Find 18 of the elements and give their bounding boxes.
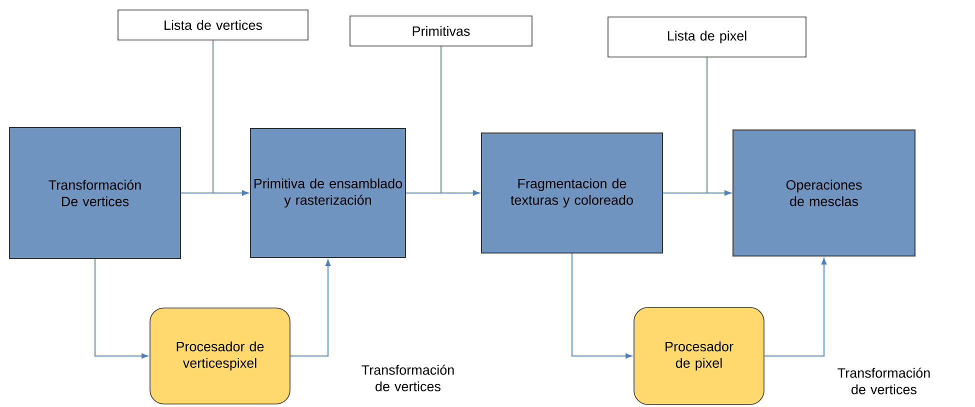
arrow: [94, 258, 148, 359]
data-box: Lista de vertices: [118, 10, 308, 40]
arrow: [290, 260, 331, 356]
process-box: Transformación De vertices: [9, 127, 182, 259]
processor-box: Procesador de pixel: [634, 307, 764, 405]
annotation-text: Transformación de vertices: [838, 368, 930, 394]
process-box: Fragmentacion de texturas y coloreado: [481, 132, 663, 254]
arrow: [212, 40, 248, 196]
arrow: [706, 56, 731, 196]
process-box: Primitiva de ensamblado y rasterización: [250, 128, 406, 258]
arrow: [440, 46, 480, 196]
data-box: Primitivas: [350, 16, 532, 46]
data-box: Lista de pixel: [608, 16, 806, 58]
process-box: Operaciones de mesclas: [732, 130, 916, 256]
arrow: [572, 253, 632, 359]
arrow: [764, 258, 827, 356]
annotation-text: Transformación de vertices: [362, 364, 454, 392]
processor-box: Procesador de verticespixel: [150, 308, 290, 404]
